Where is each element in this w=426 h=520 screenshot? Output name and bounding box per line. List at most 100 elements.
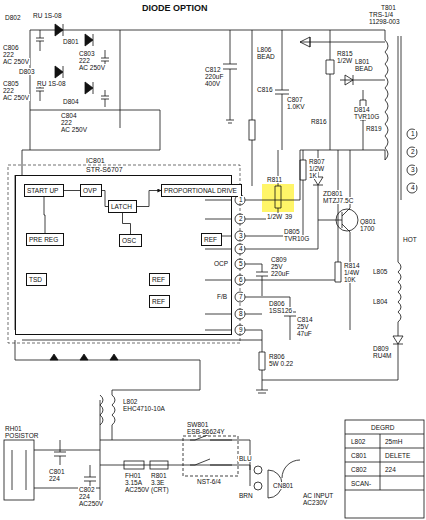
component-label: 5 (238, 260, 244, 267)
block-text: PRE REG (27, 234, 63, 245)
component-label: C802 (350, 466, 368, 473)
component-label: EHC4710-10A (122, 405, 166, 412)
component-label: 222 (2, 51, 15, 58)
component-label: NST-6/4 (196, 478, 222, 485)
ic-name: IC801 (86, 157, 105, 165)
component-label: RU4M (372, 352, 392, 359)
component-label: C801 (350, 452, 368, 459)
component-label: C806 (2, 44, 20, 51)
component-label: C802 (78, 486, 96, 493)
function-block: REF (201, 233, 222, 246)
component-label: 10K (343, 276, 357, 283)
component-label: CN801 (272, 482, 294, 489)
signal-line (44, 197, 45, 233)
function-block: PROPORTIONAL DRIVE (161, 184, 242, 197)
component-label: POSISTOR (4, 432, 39, 439)
component-label: 25V (296, 323, 310, 330)
signal-line (64, 190, 80, 191)
component-label: R806 (268, 353, 286, 360)
block-text: REF (150, 296, 169, 307)
block-text: LATCH (109, 201, 136, 212)
component-label: AC 250V (60, 126, 88, 133)
block-text: REF (202, 234, 221, 245)
component-label: C816 (256, 86, 274, 93)
component-label: 47uF (296, 330, 313, 337)
component-label: 1/2W (336, 57, 353, 64)
component-label: 1700 (359, 225, 375, 232)
component-label: 2 (238, 215, 244, 222)
component-label: RU 1S-08 (32, 12, 63, 19)
component-label: (CRT) (150, 486, 170, 493)
component-label: 220uF (204, 73, 224, 80)
component-label: 222 (2, 87, 15, 94)
function-block: OSC (119, 234, 142, 247)
signal-line (123, 213, 131, 234)
component-label: 3.15A (124, 479, 143, 486)
component-label: AC250V (124, 486, 150, 493)
component-label: HOT (402, 236, 418, 243)
component-label: L805 (372, 268, 388, 275)
component-label: BLU (238, 455, 253, 462)
component-label: BEAD (256, 53, 276, 60)
function-block: START UP (24, 184, 64, 197)
function-block: REF (149, 273, 170, 286)
component-label: ZD801 (322, 190, 344, 197)
component-label: 3 (410, 166, 416, 173)
component-label: 8 (238, 310, 244, 317)
signal-line (137, 191, 161, 207)
function-block: PRE REG (26, 233, 64, 246)
component-label: 1/4W (343, 269, 360, 276)
ic-block: IC801STR-S6707START UPOVPLATCHPROPORTION… (15, 175, 232, 335)
component-label: L802 (350, 438, 366, 445)
block-text: OVP (81, 185, 101, 196)
component-label: L801 (354, 58, 370, 65)
component-label: ESB-86624Y (186, 428, 226, 435)
component-label: C803 (78, 50, 96, 57)
component-label: C807 (286, 96, 304, 103)
block-text: PROPORTIONAL DRIVE (162, 185, 241, 196)
component-label: C801 (48, 468, 66, 475)
component-label: 224 (384, 466, 397, 473)
component-label: F/B (216, 293, 228, 300)
component-label: 220uF (270, 270, 290, 277)
component-label: RH01 (4, 425, 23, 432)
component-label: R801 (150, 472, 168, 479)
component-label: C804 (60, 112, 78, 119)
function-block: OVP (80, 184, 102, 197)
component-label: D802 (4, 14, 22, 21)
component-label: 1/2W (308, 165, 325, 172)
component-label: FH01 (124, 472, 142, 479)
component-label: 1SS126 (268, 307, 293, 314)
component-label: BRN (238, 492, 254, 499)
component-label: 39 (284, 213, 293, 220)
component-label: 400V (204, 80, 221, 87)
component-label: 1.0KV (286, 103, 306, 110)
component-label: 2 (410, 148, 416, 155)
component-label: L802 (122, 398, 138, 405)
component-label: 222 (60, 119, 73, 126)
component-label: R819 (365, 125, 383, 132)
component-label: 5W 0.22 (268, 360, 294, 367)
component-label: 25V (270, 263, 284, 270)
component-label: AC INPUT (302, 492, 334, 499)
component-label: R814 (343, 262, 361, 269)
component-label: 4 (238, 245, 244, 252)
component-label: TRS-1/4 (368, 11, 394, 18)
component-label: 222 (78, 57, 91, 64)
component-label: D814 (353, 106, 371, 113)
component-label: BEAD (354, 65, 374, 72)
component-label: 3.3E (150, 479, 165, 486)
component-label: AC 250V (2, 58, 30, 65)
component-label: DEGRD (370, 424, 395, 431)
component-label: 3 (238, 232, 244, 239)
component-label: D805 (283, 228, 301, 235)
function-block: LATCH (108, 200, 137, 213)
component-label: SCAN- (350, 480, 372, 487)
component-label: AC250V (78, 500, 104, 507)
component-label: R815 (336, 50, 354, 57)
component-label: AC 250V (2, 94, 30, 101)
component-label: 224 (78, 493, 91, 500)
component-label: 4 (410, 184, 416, 191)
function-block: REF (149, 295, 170, 308)
